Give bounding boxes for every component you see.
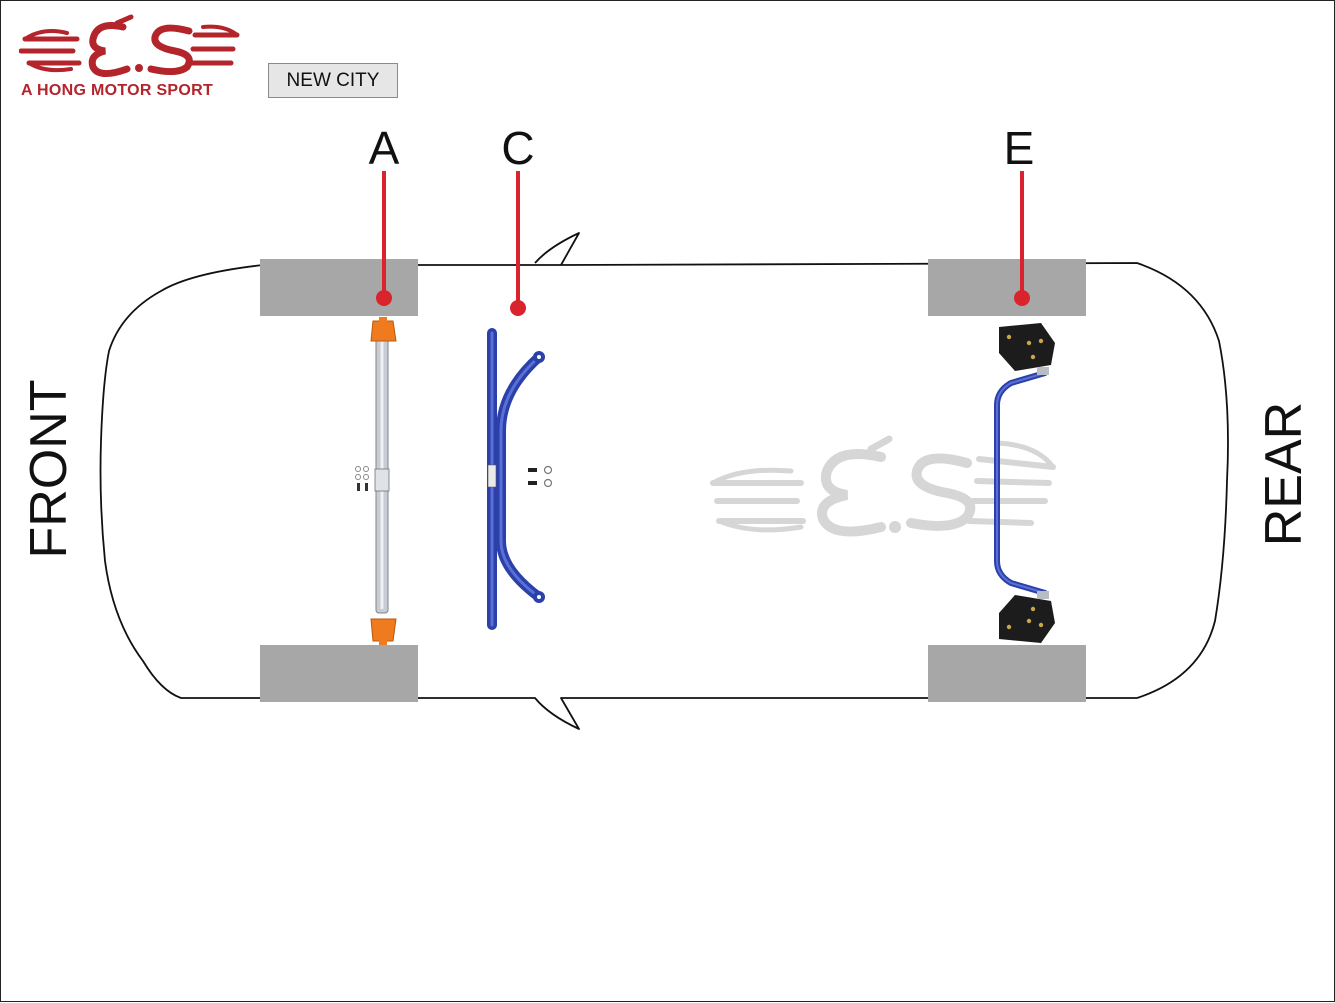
marker-e[interactable] xyxy=(1014,171,1030,306)
part-a-strut-bar-image xyxy=(355,317,397,645)
marker-e-dot[interactable] xyxy=(1014,290,1030,306)
wheel-rear-left xyxy=(928,259,1086,316)
marker-e-label[interactable]: E xyxy=(1003,122,1035,174)
es-watermark xyxy=(710,435,1056,537)
brand-logo: A HONG MOTOR SPORT xyxy=(19,13,244,103)
es-logo-mark xyxy=(19,14,240,77)
rear-label: REAR xyxy=(1255,401,1313,547)
marker-a-dot[interactable] xyxy=(376,290,392,306)
part-e-rear-brace-image xyxy=(994,323,1055,643)
wheel-rear-right xyxy=(928,645,1086,702)
marker-a[interactable] xyxy=(376,171,392,306)
wheel-front-left xyxy=(260,259,418,316)
car-body-outline xyxy=(99,232,1229,730)
marker-c-dot[interactable] xyxy=(510,300,526,316)
brand-caption: A HONG MOTOR SPORT xyxy=(21,82,214,99)
front-label: FRONT xyxy=(20,379,78,559)
model-select-button[interactable]: NEW CITY xyxy=(268,63,398,98)
wheel-front-right xyxy=(260,645,418,702)
marker-a-label[interactable]: A xyxy=(368,122,400,174)
part-c-lower-brace-image xyxy=(487,328,553,630)
marker-c-label[interactable]: C xyxy=(501,122,535,174)
marker-c[interactable] xyxy=(510,171,526,316)
